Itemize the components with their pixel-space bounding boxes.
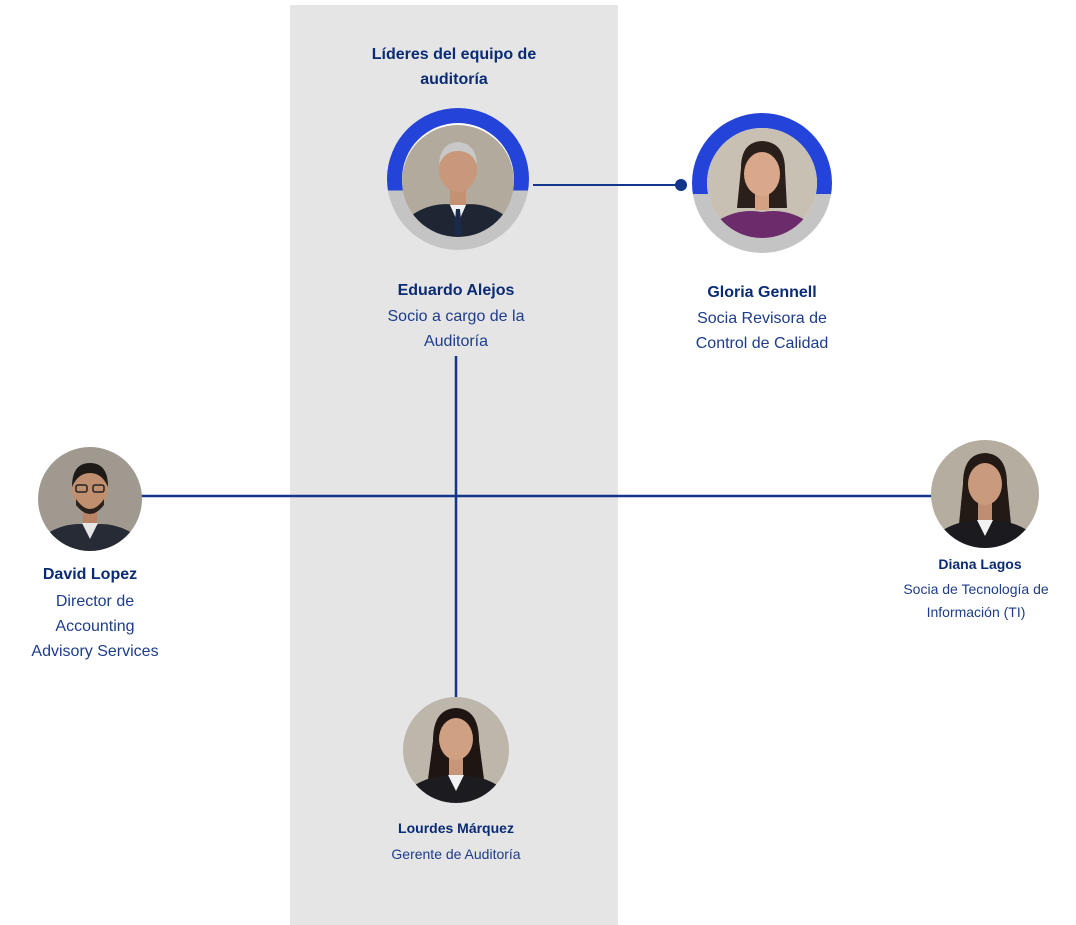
band-title: Líderes del equipo de auditoría [290,42,618,92]
name-gloria: Gloria Gennell [707,284,817,301]
avatar-david [38,447,142,551]
name-lourdes: Lourdes Márquez [398,820,514,836]
band-title-line2: auditoría [420,71,488,88]
avatar-eduardo [402,125,514,237]
role-eduardo: Socio a cargo de la Auditoría [387,308,525,350]
role-gloria: Socia Revisora de Control de Calidad [695,310,829,352]
role-diana: Socia de Tecnología de Información (TI) [903,581,1049,620]
role-lourdes: Gerente de Auditoría [391,846,521,862]
connector-dot [675,179,687,191]
avatar-gloria [707,128,817,238]
role-david: Director de Accounting Advisory Services [31,593,159,660]
avatar-diana [931,440,1039,548]
band-title-line1: Líderes del equipo de [371,46,537,63]
name-eduardo: Eduardo Alejos [397,282,515,299]
avatar-lourdes [403,697,509,803]
name-diana: Diana Lagos [938,556,1022,572]
name-david: David Lopez [42,566,138,583]
